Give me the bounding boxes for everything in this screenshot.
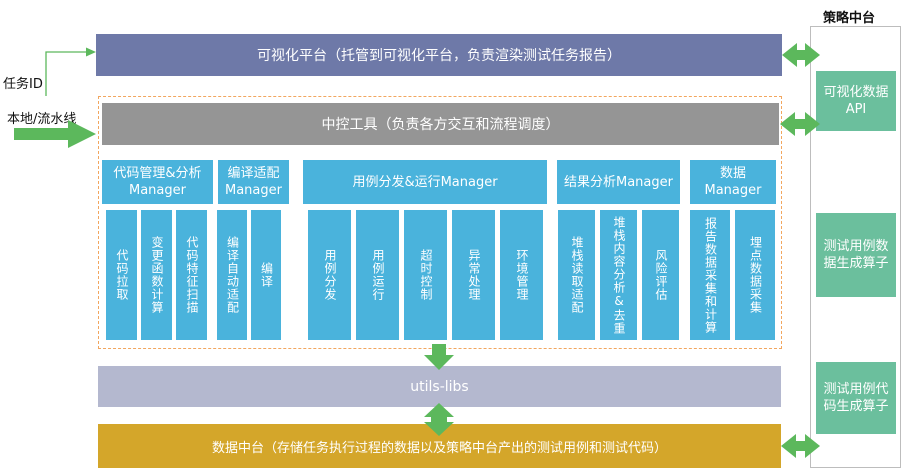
sub-report-data-collect-label: 报告数据采集和计算 — [703, 216, 718, 334]
visual-platform-bar: 可视化平台（托管到可视化平台，负责渲染测试任务报告） — [96, 34, 782, 76]
sub-exception-handling-label: 异常处理 — [467, 249, 481, 301]
manager-result-analysis: 结果分析Manager — [557, 160, 680, 204]
task-id-connector-arrow — [45, 47, 96, 96]
sub-compile-auto-adapt-label: 编译自动适配 — [225, 236, 240, 314]
strategy-box-testcase-code: 测试用例代码生成算子 — [816, 362, 896, 434]
task-id-label: 任务ID — [3, 77, 43, 92]
sub-stack-analysis-dedup-label: 堆栈内容分析&去重 — [612, 215, 626, 335]
sub-case-dispatch-label: 用例分发 — [323, 249, 337, 301]
manager-compile-adapt: 编译适配Manager — [218, 160, 289, 204]
sub-code-feature-scan: 代码特征扫描 — [176, 210, 207, 340]
sub-env-management: 环境管理 — [500, 210, 543, 340]
manager-code-analysis: 代码管理&分析Manager — [102, 160, 213, 204]
sub-changed-func-calc-label: 变更函数计算 — [150, 236, 164, 314]
visual-platform-label: 可视化平台（托管到可视化平台，负责渲染测试任务报告） — [257, 48, 621, 64]
utils-data-double-arrow — [424, 403, 454, 436]
sub-compile-label: 编译 — [259, 262, 274, 288]
pipeline-label: 本地/流水线 — [7, 112, 77, 127]
sub-risk-assessment: 风险评估 — [642, 210, 679, 340]
data-strategy-double-arrow — [781, 434, 820, 458]
utils-libs-bar: utils-libs — [98, 366, 781, 407]
sub-code-pull-label: 代码拉取 — [115, 249, 129, 301]
control-tool-bar: 中控工具（负责各方交互和流程调度） — [102, 103, 779, 145]
pipeline-input-arrow — [14, 120, 96, 148]
control-tool-label: 中控工具（负责各方交互和流程调度） — [321, 117, 560, 133]
sub-case-run: 用例运行 — [356, 210, 399, 340]
sub-timeout-control-label: 超时控制 — [419, 249, 433, 301]
sub-compile: 编译 — [251, 210, 281, 340]
strategy-box-visual-api: 可视化数据API — [816, 71, 896, 131]
data-platform-label: 数据中台（存储任务执行过程的数据以及策略中台产出的测试用例和测试代码） — [211, 440, 667, 456]
sub-case-dispatch: 用例分发 — [308, 210, 351, 340]
sub-case-run-label: 用例运行 — [371, 249, 385, 301]
strategy-platform-title: 策略中台 — [823, 11, 876, 26]
sub-stack-read-adapt-label: 堆栈读取适配 — [570, 236, 584, 314]
sub-code-feature-scan-label: 代码特征扫描 — [185, 236, 199, 314]
sub-timeout-control: 超时控制 — [404, 210, 447, 340]
sub-tracking-data-collect-label: 埋点数据采集 — [748, 236, 763, 314]
sub-stack-analysis-dedup: 堆栈内容分析&去重 — [600, 210, 637, 340]
visual-strategy-double-arrow — [782, 43, 820, 67]
strategy-box-testcase-data: 测试用例数据生成算子 — [816, 213, 896, 297]
sub-stack-read-adapt: 堆栈读取适配 — [558, 210, 595, 340]
sub-report-data-collect: 报告数据采集和计算 — [690, 210, 730, 340]
sub-risk-assessment-label: 风险评估 — [654, 249, 668, 301]
sub-compile-auto-adapt: 编译自动适配 — [217, 210, 247, 340]
utils-libs-label: utils-libs — [410, 378, 469, 395]
sub-tracking-data-collect: 埋点数据采集 — [735, 210, 775, 340]
manager-case-dispatch-run: 用例分发&运行Manager — [303, 160, 547, 204]
control-strategy-double-arrow — [780, 112, 820, 136]
control-to-utils-arrow — [424, 344, 454, 370]
sub-code-pull: 代码拉取 — [106, 210, 137, 340]
sub-exception-handling: 异常处理 — [452, 210, 495, 340]
sub-env-management-label: 环境管理 — [515, 249, 529, 301]
manager-data: 数据Manager — [690, 160, 776, 204]
sub-changed-func-calc: 变更函数计算 — [141, 210, 172, 340]
